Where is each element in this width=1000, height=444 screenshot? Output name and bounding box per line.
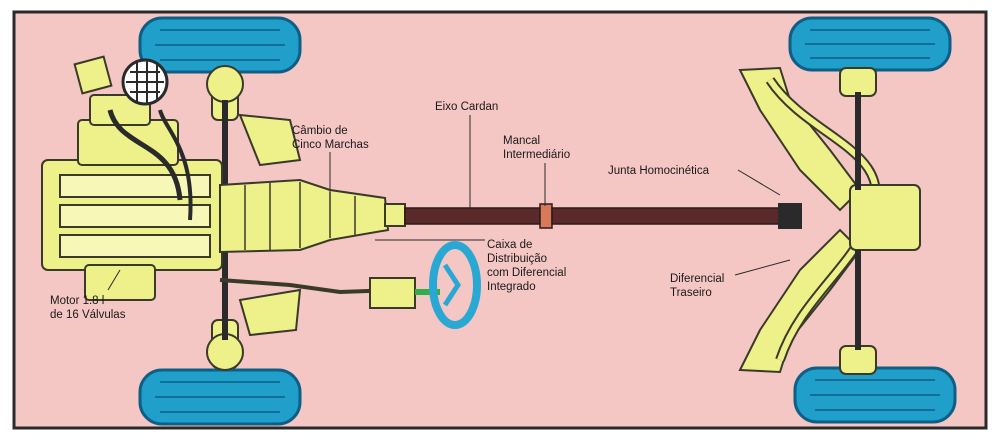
label-cambio-line1: Câmbio de [292, 125, 348, 137]
label-motor: Motor 1.8 l de 16 Válvulas [50, 294, 125, 322]
label-mancal-line1: Mancal [503, 135, 541, 147]
front-left-tire [138, 16, 302, 74]
rear-suspension [738, 66, 921, 375]
label-caixa: Caixa de Distribuição com Diferencial In… [487, 238, 566, 294]
leader-lines [107, 115, 791, 291]
gearbox [219, 178, 406, 254]
steering-wheel [429, 241, 481, 329]
label-diferencial-line1: Diferencial [670, 273, 725, 285]
label-motor-line1: Motor 1.8 l [50, 295, 105, 307]
rear-left-tire [788, 16, 952, 72]
center-bearing [539, 203, 553, 229]
label-mancal-line2: Intermediário [503, 149, 571, 161]
rear-right-tire [793, 366, 957, 424]
front-right-tire [138, 368, 302, 426]
label-caixa-line1: Caixa de [487, 239, 533, 251]
label-eixo-cardan: Eixo Cardan [435, 100, 498, 114]
steering-assembly [219, 241, 481, 329]
front-suspension [206, 65, 302, 371]
label-caixa-line2: Distribuição [487, 253, 548, 265]
label-cambio: Câmbio de Cinco Marchas [292, 124, 369, 152]
label-caixa-line3: com Diferencial [487, 267, 567, 279]
label-junta-line1: Junta Homocinética [608, 165, 709, 177]
engine-intake [73, 55, 193, 221]
label-junta: Junta Homocinética [608, 164, 709, 178]
label-motor-line2: de 16 Válvulas [50, 309, 126, 321]
driveshaft [404, 203, 802, 229]
label-eixo-line1: Eixo Cardan [435, 101, 499, 113]
label-caixa-line4: Integrado [487, 281, 536, 293]
label-mancal: Mancal Intermediário [503, 134, 570, 162]
label-cambio-line2: Cinco Marchas [292, 139, 369, 151]
label-diferencial: Diferencial Traseiro [670, 272, 724, 300]
label-diferencial-line2: Traseiro [670, 287, 712, 299]
